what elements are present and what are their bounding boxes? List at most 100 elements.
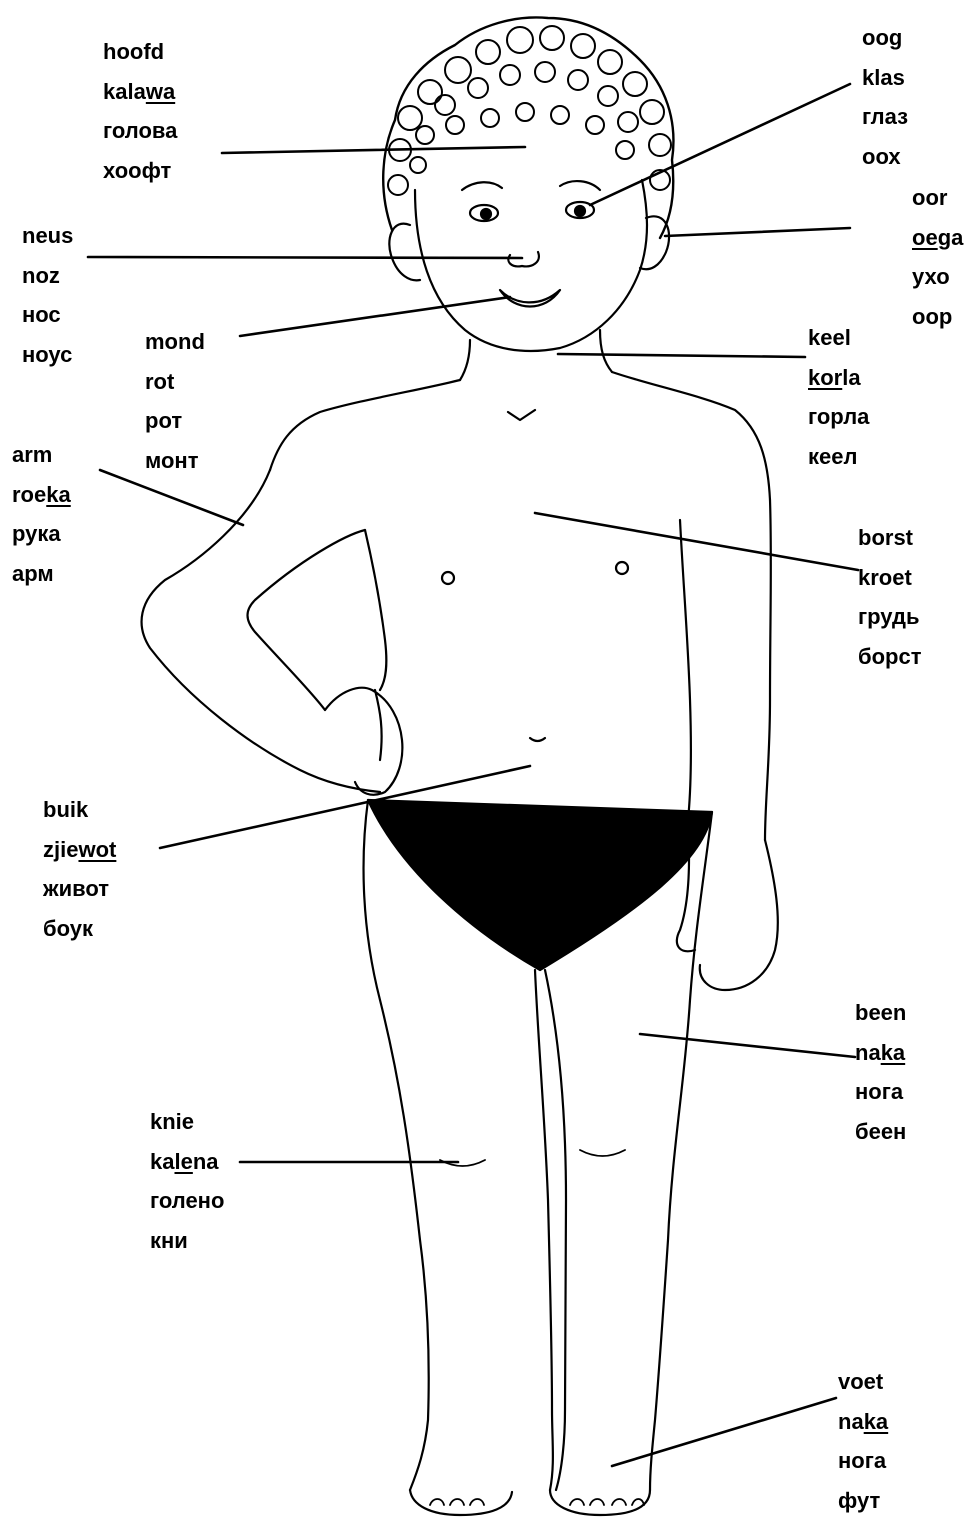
- right-eyebrow: [560, 181, 600, 190]
- label-eye: oog klas глаз оох: [862, 18, 908, 176]
- label-line: buik: [43, 790, 116, 830]
- label-line: горла: [808, 397, 869, 437]
- label-line: кеел: [808, 437, 869, 477]
- label-line: грудь: [858, 597, 921, 637]
- label-text: монт: [145, 448, 199, 473]
- label-text: oor: [912, 185, 947, 210]
- label-line: глаз: [862, 97, 908, 137]
- underlined-syllable: oe: [912, 225, 938, 250]
- label-throat: keel korla горла кеел: [808, 318, 869, 476]
- label-text: голено: [150, 1188, 224, 1213]
- label-line: oog: [862, 18, 908, 58]
- left-leg: [364, 800, 429, 1490]
- label-text: buik: [43, 797, 88, 822]
- label-text: knie: [150, 1109, 194, 1134]
- left-arm: [142, 470, 380, 792]
- label-line: ухо: [912, 257, 963, 297]
- label-line: voet: [838, 1362, 888, 1402]
- leader-head: [222, 147, 525, 153]
- label-chest: borst kroet грудь борст: [858, 518, 921, 676]
- label-text: oog: [862, 25, 902, 50]
- label-text: noz: [22, 263, 60, 288]
- label-line: борст: [858, 637, 921, 677]
- label-line: голено: [150, 1181, 224, 1221]
- label-line: oor: [912, 178, 963, 218]
- label-text: кни: [150, 1228, 188, 1253]
- curly-hair: [383, 17, 673, 238]
- label-line: монт: [145, 441, 205, 481]
- leader-nose: [88, 257, 522, 258]
- label-text: голова: [103, 118, 177, 143]
- label-line: zjiewot: [43, 830, 116, 870]
- label-line: hoofd: [103, 32, 177, 72]
- label-text: been: [855, 1000, 906, 1025]
- label-text: mond: [145, 329, 205, 354]
- label-text: neus: [22, 223, 73, 248]
- label-text: беен: [855, 1119, 906, 1144]
- label-text: arm: [12, 442, 52, 467]
- label-text: кеел: [808, 444, 857, 469]
- label-line: рука: [12, 514, 71, 554]
- label-text: хоофт: [103, 158, 171, 183]
- label-text: оох: [862, 144, 901, 169]
- label-text: нога: [838, 1448, 886, 1473]
- label-line: нос: [22, 295, 73, 335]
- label-line: нога: [855, 1072, 906, 1112]
- label-text: грудь: [858, 604, 920, 629]
- label-line: oega: [912, 218, 963, 258]
- leader-mouth: [240, 297, 510, 336]
- leader-throat: [558, 354, 805, 357]
- leader-ear: [665, 228, 850, 236]
- label-line: живот: [43, 869, 116, 909]
- label-text: rot: [145, 369, 174, 394]
- label-text: арм: [12, 561, 54, 586]
- label-line: фут: [838, 1481, 888, 1521]
- leader-chest: [535, 513, 858, 570]
- label-line: kroet: [858, 558, 921, 598]
- label-text: kala: [103, 79, 146, 104]
- label-line: arm: [12, 435, 71, 475]
- label-line: knie: [150, 1102, 224, 1142]
- right-foot: [550, 1490, 650, 1515]
- label-text: оор: [912, 304, 952, 329]
- label-line: naka: [855, 1033, 906, 1073]
- underlined-syllable: ka: [864, 1409, 888, 1434]
- label-text: na: [838, 1409, 864, 1434]
- label-text: ноус: [22, 342, 72, 367]
- label-line: neus: [22, 216, 73, 256]
- right-side-torso: [765, 500, 771, 840]
- label-line: keel: [808, 318, 869, 358]
- label-text: keel: [808, 325, 851, 350]
- label-line: rot: [145, 362, 205, 402]
- label-line: оор: [912, 297, 963, 337]
- label-line: klas: [862, 58, 908, 98]
- label-line: арм: [12, 554, 71, 594]
- label-text: na: [855, 1040, 881, 1065]
- label-text: la: [842, 365, 860, 390]
- label-text: voet: [838, 1369, 883, 1394]
- label-line: been: [855, 993, 906, 1033]
- label-text: глаз: [862, 104, 908, 129]
- shoulders: [270, 372, 770, 500]
- label-head: hoofd kalawa голова хоофт: [103, 32, 177, 190]
- label-line: korla: [808, 358, 869, 398]
- label-text: боук: [43, 916, 93, 941]
- label-text: горла: [808, 404, 869, 429]
- label-text: нос: [22, 302, 61, 327]
- label-line: нога: [838, 1441, 888, 1481]
- underlined-syllable: ka: [881, 1040, 905, 1065]
- label-text: kroet: [858, 565, 912, 590]
- left-eyebrow: [462, 182, 502, 190]
- label-text: рука: [12, 521, 61, 546]
- label-line: кни: [150, 1221, 224, 1261]
- underlined-syllable: wa: [146, 79, 175, 104]
- label-knee: kniekalenaголенокни: [150, 1102, 224, 1260]
- label-line: borst: [858, 518, 921, 558]
- label-line: оох: [862, 137, 908, 177]
- label-foot: voet naka нога фут: [838, 1362, 888, 1520]
- underwear: [368, 800, 712, 970]
